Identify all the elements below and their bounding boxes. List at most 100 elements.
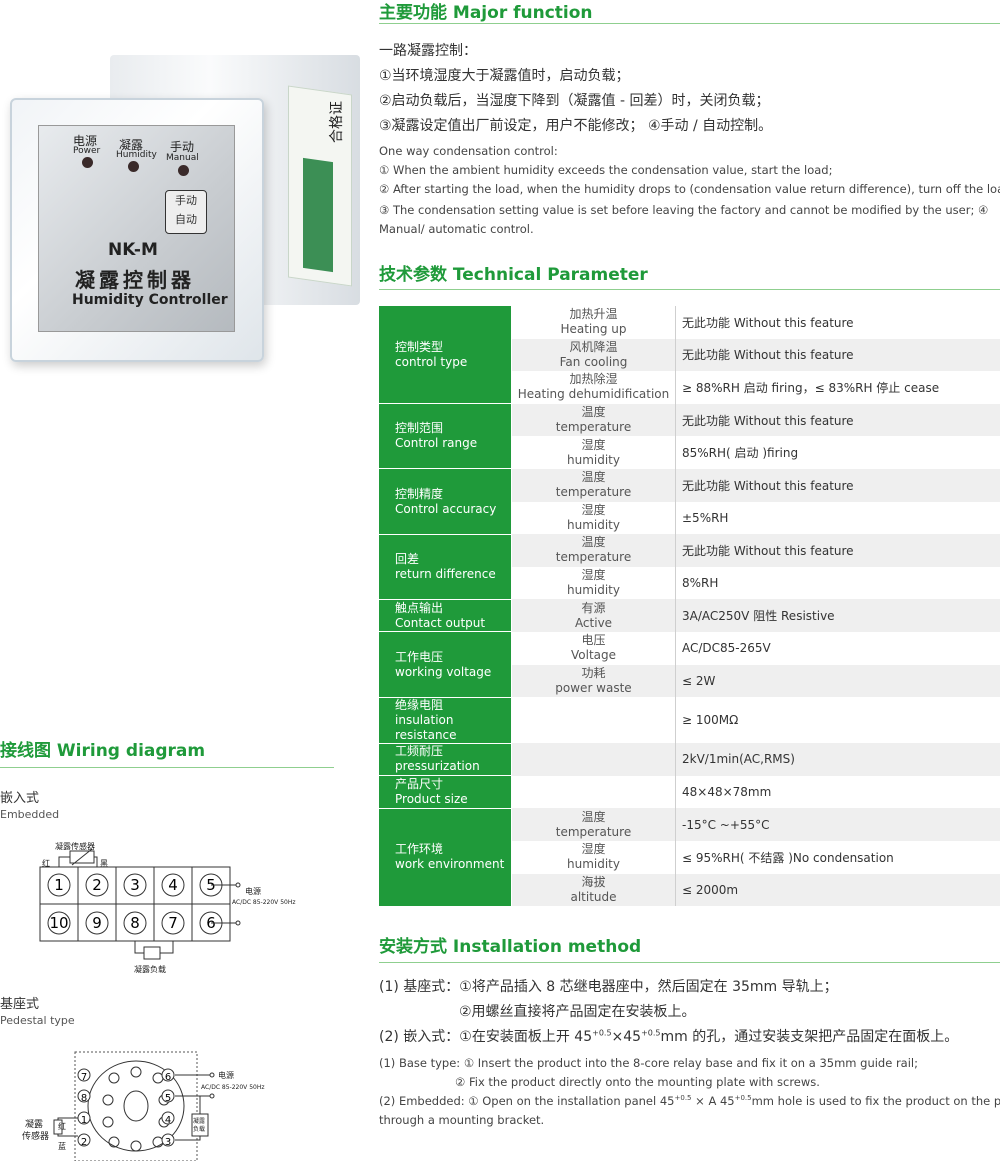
param-sub-cn: 湿度 [581, 568, 606, 583]
function-cn-line: 一路凝露控制： [379, 43, 477, 59]
param-sub-cn: 有源 [581, 600, 606, 615]
function-en-line: ③ The condensation setting value is set … [379, 203, 989, 236]
pedestal-label-en: Pedestal type [0, 1014, 75, 1027]
param-sub-cn: 温度 [581, 809, 606, 824]
terminal-number: 7 [168, 914, 178, 932]
terminal-circle [161, 1089, 175, 1103]
param-sub-en: Voltage [570, 648, 616, 663]
param-category-cn: 控制精度 [395, 486, 444, 501]
terminal-number: 9 [92, 914, 102, 932]
param-sub-cn: 温度 [581, 535, 606, 550]
humidity-label-en: Humidity [116, 150, 157, 160]
terminal-number: 8 [81, 1093, 87, 1104]
sensor-label: 凝露传感器 [55, 842, 95, 851]
install-en-line: ② Fix the product directly onto the moun… [455, 1075, 820, 1089]
param-category-en: return difference [395, 566, 496, 581]
function-en-line: ② After starting the load, when the humi… [379, 182, 1000, 196]
terminal-circle [77, 1133, 91, 1147]
terminal-number: 1 [54, 876, 64, 894]
wire-blue-label: 蓝 [58, 1142, 66, 1151]
tolerance-sup: +0.5 [674, 1094, 692, 1103]
terminal-circle [47, 911, 71, 935]
supply-label: AC/DC 85-220V 50Hz [201, 1084, 265, 1091]
function-en-line: ① When the ambient humidity exceeds the … [379, 163, 833, 177]
install-text: mm 的孔，通过安装支架把产品固定在面板上。 [660, 1029, 959, 1045]
param-sub-en: Heating up [560, 322, 627, 337]
terminal-number: 10 [49, 914, 68, 932]
terminal-circle [77, 1068, 91, 1082]
sensor-label-b: 传感器 [22, 1132, 50, 1142]
embedded-label: 嵌入式 [0, 791, 40, 806]
param-value: ≤ 95%RH( 不结露 )No condensation [675, 840, 1000, 874]
terminal-circle [161, 1068, 175, 1082]
install-en-line: through a mounting bracket. [379, 1113, 545, 1127]
load-label: 凝露负载 [134, 965, 166, 974]
param-sub-cn: 温度 [581, 405, 606, 420]
product-name-cn: 凝露控制器 [75, 268, 195, 292]
param-value: 85%RH( 启动 )firing [675, 436, 1000, 469]
pedestal-label: 基座式 [0, 997, 40, 1012]
param-sub-en: temperature [555, 420, 632, 435]
wire-black-label: 黑 [100, 859, 108, 868]
param-sub-cn: 加热除湿 [569, 372, 618, 387]
section-divider [0, 767, 334, 768]
param-category-cn: 工作电压 [395, 649, 444, 664]
param-value: ≤ 2000m [675, 873, 1000, 907]
param-category-cn: 工频耐压 [395, 744, 444, 759]
param-sub-en: altitude [570, 889, 617, 904]
param-sub-cn: 风机降温 [569, 339, 618, 354]
terminal-circle [123, 873, 147, 897]
terminal-circle [161, 873, 185, 897]
function-cn-line: ②启动负载后，当湿度下降到（凝露值 - 回差）时，关闭负载； [379, 93, 770, 109]
param-sub-en: Heating dehumidification [517, 387, 670, 402]
terminal-circle [85, 911, 109, 935]
manual-label: 手动 [170, 140, 195, 154]
param-value: ±5%RH [675, 501, 1000, 535]
function-cn-line: ①当环境湿度大于凝露值时，启动负载； [379, 68, 630, 84]
terminal-number: 6 [165, 1072, 171, 1083]
param-value: 无此功能 Without this feature [675, 306, 1000, 339]
param-category-cn: 工作环境 [395, 842, 444, 857]
param-sub-en: temperature [555, 550, 632, 565]
param-value: 无此功能 Without this feature [675, 338, 1000, 372]
param-value: 无此功能 Without this feature [675, 534, 1000, 567]
section-divider [379, 962, 1000, 963]
wire-red-label: 红 [42, 859, 50, 868]
param-sub-en: temperature [555, 485, 632, 500]
technical-title: 技术参数 Technical Parameter [379, 265, 648, 285]
installation-title: 安装方式 Installation method [379, 937, 642, 957]
power-label: 电源 [73, 134, 98, 148]
power-led [82, 157, 93, 168]
param-sub-cn: 电压 [581, 633, 606, 648]
param-sub-en: humidity [567, 857, 620, 872]
load-label-a: 凝露 [193, 1118, 206, 1125]
param-sub-en: Active [574, 615, 613, 630]
param-sub [511, 775, 676, 809]
terminal-number: 2 [81, 1137, 87, 1148]
function-cn-line: ③凝露设定值出厂前设定，用户不能修改； ④手动 / 自动控制。 [379, 118, 773, 134]
terminal-circle [161, 1133, 175, 1147]
model-name: NK-M [108, 240, 158, 260]
install-text: (2) 嵌入式：①在安装面板上开 45 [379, 1029, 593, 1045]
terminal-circle [77, 1089, 91, 1103]
manual-auto-button[interactable]: 手动 自动 [165, 190, 207, 234]
